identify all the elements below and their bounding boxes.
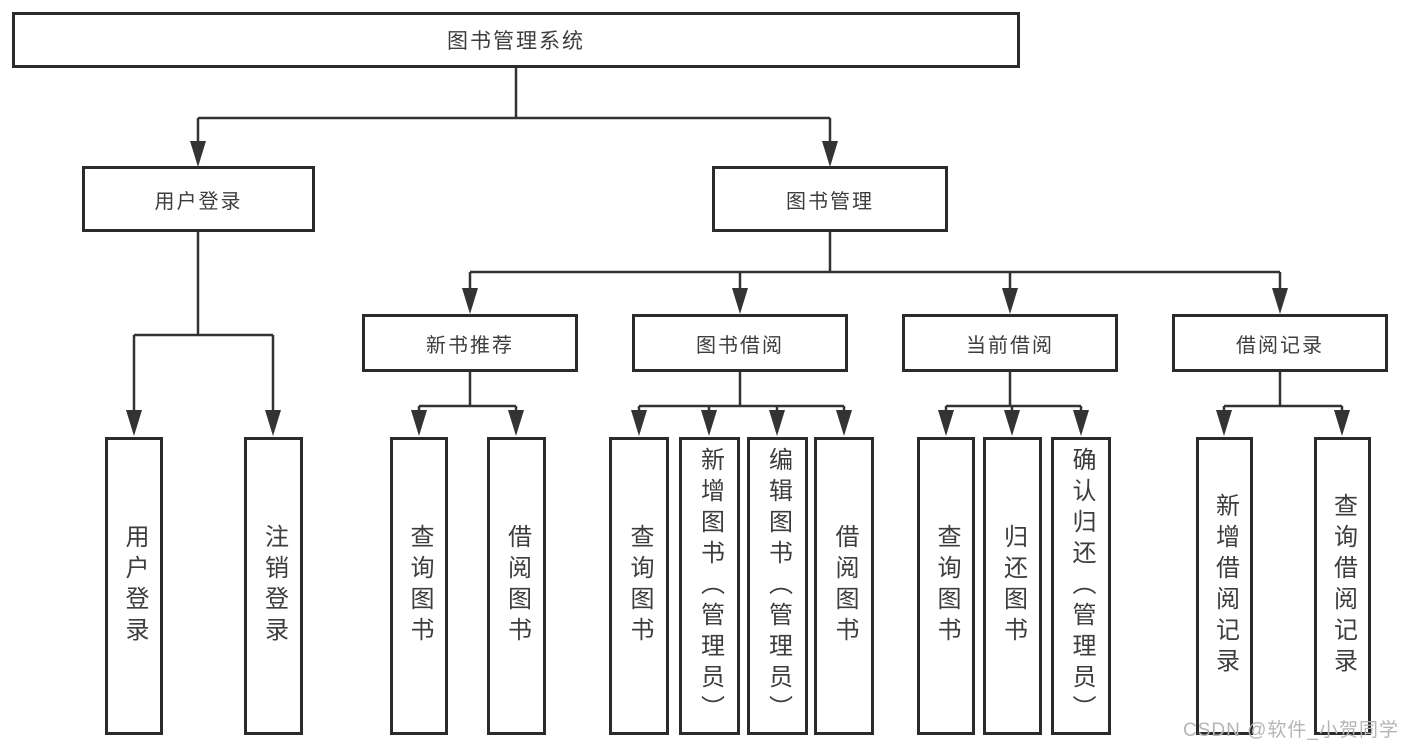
leaf-query-books-2: 查询图书	[609, 437, 669, 735]
leaf-borrow-books-2: 借阅图书	[814, 437, 874, 735]
node-library-system: 图书管理系统	[12, 12, 1020, 68]
leaf-label: 新增图书（管理员）	[696, 446, 724, 726]
leaf-label: 查询图书	[933, 524, 960, 648]
leaf-label: 查询图书	[626, 524, 653, 648]
leaf-label: 查询借阅记录	[1329, 493, 1357, 679]
node-book-borrow: 图书借阅	[632, 314, 848, 372]
node-current-borrow: 当前借阅	[902, 314, 1118, 372]
leaf-query-borrow-record: 查询借阅记录	[1314, 437, 1371, 735]
leaf-query-books-3: 查询图书	[917, 437, 975, 735]
leaf-borrow-books-1: 借阅图书	[487, 437, 546, 735]
leaf-logout: 注销登录	[244, 437, 303, 735]
node-borrow-records: 借阅记录	[1172, 314, 1388, 372]
node-book-management: 图书管理	[712, 166, 948, 232]
leaf-user-login: 用户登录	[105, 437, 163, 735]
node-new-book-recommend: 新书推荐	[362, 314, 578, 372]
csdn-watermark: CSDN @软件_小贺同学	[1183, 720, 1399, 741]
leaf-return-book: 归还图书	[983, 437, 1042, 735]
leaf-label: 借阅图书	[831, 524, 858, 648]
leaf-edit-book-admin: 编辑图书（管理员）	[747, 437, 808, 735]
leaf-label: 借阅图书	[503, 524, 531, 648]
leaf-add-book-admin: 新增图书（管理员）	[679, 437, 740, 735]
node-user-login: 用户登录	[82, 166, 315, 232]
leaf-confirm-return-admin: 确认归还（管理员）	[1051, 437, 1111, 735]
leaf-label: 归还图书	[999, 524, 1027, 648]
leaf-label: 查询图书	[406, 524, 433, 648]
leaf-label: 编辑图书（管理员）	[764, 446, 792, 726]
leaf-label: 注销登录	[260, 524, 288, 648]
leaf-label: 用户登录	[121, 524, 148, 648]
leaf-label: 新增借阅记录	[1211, 493, 1239, 679]
leaf-add-borrow-record: 新增借阅记录	[1196, 437, 1253, 735]
leaf-label: 确认归还（管理员）	[1068, 446, 1095, 726]
leaf-query-books-1: 查询图书	[390, 437, 448, 735]
